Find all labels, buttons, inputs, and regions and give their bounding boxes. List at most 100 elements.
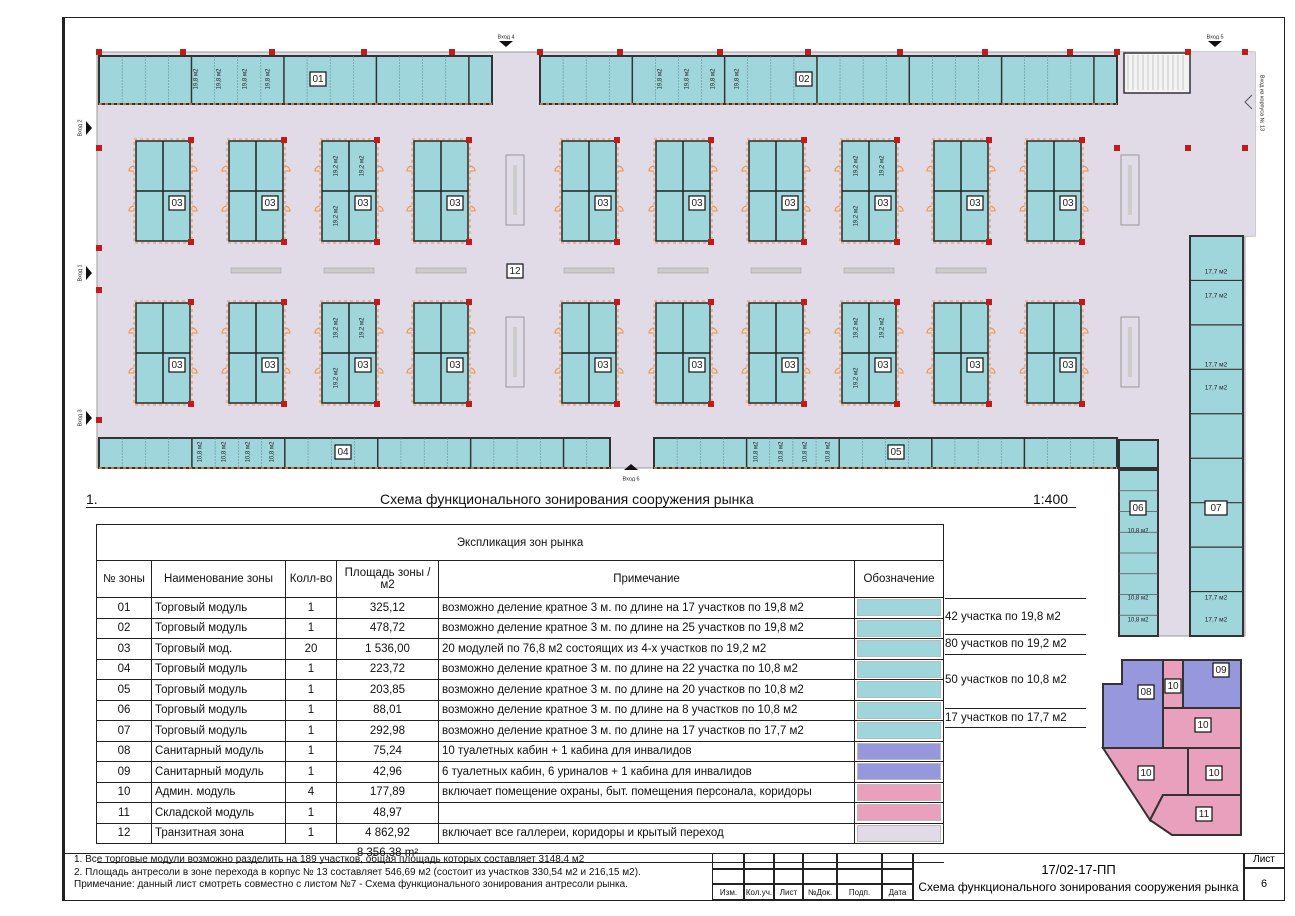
swatch-color	[857, 599, 941, 617]
title-block-column-label: Лист	[773, 883, 804, 900]
door-swing	[128, 327, 135, 334]
column	[96, 245, 102, 251]
area-label: 19,2 м2	[360, 317, 366, 338]
door-swing	[314, 205, 321, 212]
door-swing	[1019, 327, 1026, 334]
zone-tag	[354, 195, 372, 211]
column-header: Наименование зоны	[151, 560, 286, 598]
column	[1079, 239, 1085, 245]
bench	[505, 316, 525, 388]
cell-qty: 4	[285, 781, 337, 803]
zone-tag	[506, 263, 524, 279]
column-header: Примечание	[438, 560, 855, 598]
door-swing	[741, 327, 748, 334]
cell-qty: 1	[285, 720, 337, 742]
door-swing	[804, 327, 811, 334]
area-label: 19,2 м2	[880, 317, 886, 338]
zone-label: 03	[877, 198, 889, 209]
column	[614, 137, 620, 143]
sheet-number-cell: 6	[1243, 867, 1285, 901]
area-label: 17,7 м2	[1205, 385, 1228, 392]
legend-swatch	[854, 699, 944, 721]
zone-tag	[594, 195, 612, 211]
door-swing	[284, 165, 291, 172]
door-swing	[221, 205, 228, 212]
empty-cell	[854, 843, 944, 863]
empty-cell	[285, 843, 337, 863]
door-swing	[221, 165, 228, 172]
swatch-color	[857, 701, 941, 719]
swatch-color	[857, 681, 941, 699]
zone-label: 09	[1215, 665, 1227, 676]
column	[717, 49, 723, 55]
zone-tag	[1129, 500, 1147, 516]
column	[96, 287, 102, 293]
area-label: 10,8 м2	[222, 441, 228, 462]
column	[449, 49, 455, 55]
title-block-top-line	[62, 853, 1283, 854]
door-swing	[1082, 205, 1089, 212]
zone-tag	[354, 357, 372, 373]
door-swing	[191, 165, 198, 172]
zone-tag	[795, 71, 813, 87]
column	[96, 49, 102, 55]
zone-label: 03	[1062, 360, 1074, 371]
sheet-title: Схема функционального зонирования сооруж…	[918, 880, 1239, 894]
column	[708, 137, 714, 143]
cell-area: 1 536,00	[336, 638, 439, 660]
note: Примечание: данный лист смотреть совмест…	[74, 879, 628, 890]
area-label: 19,8 м2	[735, 68, 741, 89]
legend-swatch	[854, 822, 944, 844]
zone-tag	[966, 195, 984, 211]
cell-area: 4 862,92	[336, 822, 439, 844]
column	[281, 299, 287, 305]
column	[374, 401, 380, 407]
cell-no: 04	[96, 658, 152, 680]
door-swing	[554, 367, 561, 374]
door-swing	[284, 367, 291, 374]
column	[180, 49, 186, 55]
column	[614, 239, 620, 245]
column-header: Площадь зоны / м2	[336, 560, 439, 598]
column-header: № зоны	[96, 560, 152, 598]
legend-swatch	[854, 679, 944, 701]
column-header: Обозначение	[854, 560, 944, 598]
area-label: 19,8 м2	[194, 68, 200, 89]
title-block-column-label: Изм.	[712, 883, 745, 900]
door-swing	[648, 205, 655, 212]
column	[801, 239, 807, 245]
cell-no: 05	[96, 679, 152, 701]
title-block-cell	[712, 868, 745, 885]
door-swing	[711, 327, 718, 334]
column	[982, 49, 988, 55]
cell-qty: 1	[285, 761, 337, 783]
title-block-column-label: №Док.	[802, 883, 838, 900]
cell-qty: 20	[285, 638, 337, 660]
column	[1114, 49, 1120, 55]
entrance-label: Вход 3	[77, 409, 83, 426]
bench-seat	[1128, 327, 1132, 377]
legend-swatch	[854, 617, 944, 639]
entrance-arrow-icon	[86, 411, 92, 425]
zone-label: 02	[798, 74, 810, 85]
door-swing	[377, 327, 384, 334]
entrance-label: Вход 6	[622, 476, 639, 482]
legend-swatch	[854, 761, 944, 783]
door-swing	[897, 165, 904, 172]
door-swing	[617, 367, 624, 374]
column	[708, 239, 714, 245]
zone-label: 03	[969, 360, 981, 371]
door-swing	[834, 367, 841, 374]
drawing-title: Схема функционального зонирования сооруж…	[380, 491, 754, 507]
entrance-label: Вход 1	[77, 264, 83, 281]
title-block-cell	[836, 853, 883, 870]
title-block-cell	[802, 853, 838, 870]
door-swing	[711, 205, 718, 212]
swatch-color	[857, 763, 941, 781]
door-swing	[406, 165, 413, 172]
zone-label: 10	[1208, 768, 1220, 779]
